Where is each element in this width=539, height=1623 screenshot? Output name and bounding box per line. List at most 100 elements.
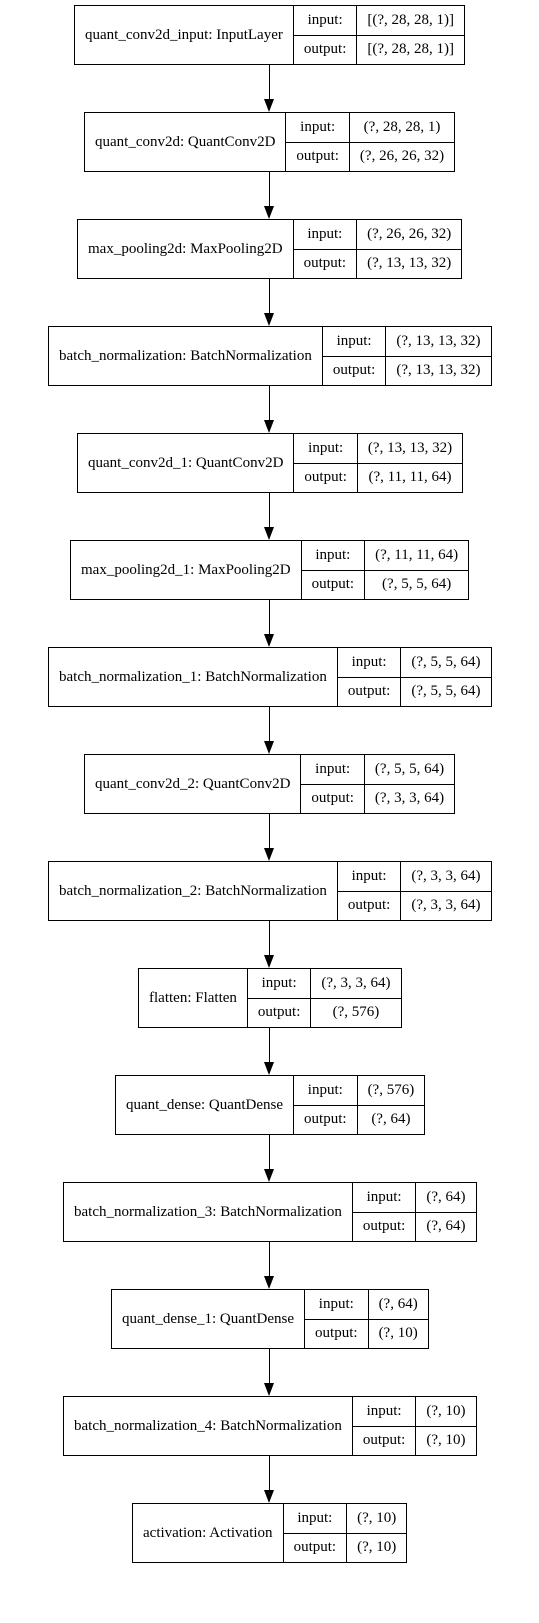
input-label: input: xyxy=(283,1504,347,1534)
io-labels: input: output: xyxy=(352,1397,417,1455)
input-label: input: xyxy=(293,220,357,250)
layer-node: batch_normalization_4: BatchNormalizatio… xyxy=(63,1396,477,1456)
arrowhead-icon xyxy=(264,527,274,540)
arrowhead-icon xyxy=(264,420,274,433)
output-label: output: xyxy=(362,1218,406,1235)
shape-values: (?, 576) (?, 64) xyxy=(357,1076,425,1134)
shape-values: (?, 5, 5, 64)(?, 5, 5, 64) xyxy=(401,648,491,706)
connector-arrow xyxy=(269,1135,270,1170)
layer-node: batch_normalization_2: BatchNormalizatio… xyxy=(48,861,492,921)
io-labels: input:output: xyxy=(286,113,350,171)
output-label: output: xyxy=(303,41,347,58)
input-label: input: xyxy=(305,1290,368,1320)
connector-arrow xyxy=(269,493,270,528)
input-shape: [(?, 28, 28, 1)] xyxy=(357,6,465,36)
input-shape: (?, 26, 26, 32) xyxy=(357,220,462,250)
shape-values: (?, 10)(?, 10) xyxy=(347,1504,407,1562)
output-label: output: xyxy=(332,362,376,379)
layer-name: max_pooling2d_1: MaxPooling2D xyxy=(71,541,302,599)
output-shape: (?, 26, 26, 32) xyxy=(359,148,445,165)
input-label: input: xyxy=(337,862,401,892)
input-shape: (?, 64) xyxy=(368,1290,428,1320)
input-label: input: xyxy=(294,434,357,464)
output-label: output: xyxy=(303,255,347,272)
output-shape: (?, 10) xyxy=(378,1325,418,1342)
output-label: output: xyxy=(257,1004,301,1021)
layer-name: max_pooling2d: MaxPooling2D xyxy=(78,220,294,278)
output-label: output: xyxy=(315,1325,358,1342)
input-shape: (?, 13, 13, 32) xyxy=(357,434,463,464)
input-shape: (?, 13, 13, 32) xyxy=(386,327,491,357)
input-shape: (?, 10) xyxy=(416,1397,476,1427)
shape-values: (?, 5, 5, 64)(?, 3, 3, 64) xyxy=(364,755,455,813)
arrowhead-icon xyxy=(264,741,274,754)
output-label: output: xyxy=(293,1539,337,1556)
layer-name: batch_normalization: BatchNormalization xyxy=(49,327,323,385)
input-label: input: xyxy=(352,1397,416,1427)
layer-name: batch_normalization_4: BatchNormalizatio… xyxy=(64,1397,353,1455)
input-shape: (?, 3, 3, 64) xyxy=(311,969,401,999)
arrowhead-icon xyxy=(264,1062,274,1075)
connector-arrow xyxy=(269,707,270,742)
output-label: output: xyxy=(362,1432,406,1449)
layer-name: activation: Activation xyxy=(133,1504,284,1562)
arrowhead-icon xyxy=(264,313,274,326)
output-shape: (?, 64) xyxy=(371,1111,411,1128)
output-label: output: xyxy=(311,790,354,807)
shape-values: (?, 3, 3, 64)(?, 3, 3, 64) xyxy=(401,862,491,920)
input-label: input: xyxy=(294,1076,357,1106)
layer-name: batch_normalization_2: BatchNormalizatio… xyxy=(49,862,338,920)
io-labels: input: output: xyxy=(322,327,387,385)
layer-name: quant_conv2d_input: InputLayer xyxy=(75,6,294,64)
shape-values: [(?, 28, 28, 1)] [(?, 28, 28, 1)] xyxy=(357,6,465,64)
input-shape: (?, 64) xyxy=(416,1183,476,1213)
connector-arrow xyxy=(269,1242,270,1277)
connector-arrow xyxy=(269,600,270,635)
output-label: output: xyxy=(347,897,391,914)
io-labels: input: output: xyxy=(247,969,312,1027)
input-label: input: xyxy=(301,541,365,571)
input-label: input: xyxy=(322,327,386,357)
arrowhead-icon xyxy=(264,99,274,112)
input-label: input: xyxy=(337,648,401,678)
layer-node: batch_normalization_3: BatchNormalizatio… xyxy=(63,1182,477,1242)
output-shape: (?, 10) xyxy=(426,1432,466,1449)
layer-name: quant_conv2d_1: QuantConv2D xyxy=(78,434,295,492)
output-shape: [(?, 28, 28, 1)] xyxy=(367,41,455,58)
input-shape: (?, 5, 5, 64) xyxy=(401,648,491,678)
arrowhead-icon xyxy=(264,1169,274,1182)
input-label: input: xyxy=(247,969,311,999)
connector-arrow xyxy=(269,1028,270,1063)
arrowhead-icon xyxy=(264,1276,274,1289)
io-labels: input:output: xyxy=(294,434,358,492)
output-shape: (?, 10) xyxy=(357,1539,397,1556)
output-shape: (?, 13, 13, 32) xyxy=(367,255,452,272)
arrowhead-icon xyxy=(264,206,274,219)
io-labels: input:output: xyxy=(293,6,358,64)
connector-arrow xyxy=(269,65,270,100)
connector-arrow xyxy=(269,814,270,849)
io-labels: input:output: xyxy=(294,1076,358,1134)
connector-arrow xyxy=(269,386,270,421)
arrowhead-icon xyxy=(264,634,274,647)
output-label: output: xyxy=(311,576,355,593)
connector-arrow xyxy=(269,1456,270,1491)
input-shape: (?, 576) xyxy=(357,1076,425,1106)
io-labels: input:output: xyxy=(301,755,365,813)
io-labels: input: output: xyxy=(305,1290,369,1348)
output-shape: (?, 3, 3, 64) xyxy=(374,790,445,807)
arrowhead-icon xyxy=(264,848,274,861)
connector-arrow xyxy=(269,279,270,314)
output-shape: (?, 3, 3, 64) xyxy=(411,897,481,914)
output-shape: (?, 13, 13, 32) xyxy=(396,362,481,379)
output-shape: (?, 11, 11, 64) xyxy=(368,469,452,486)
